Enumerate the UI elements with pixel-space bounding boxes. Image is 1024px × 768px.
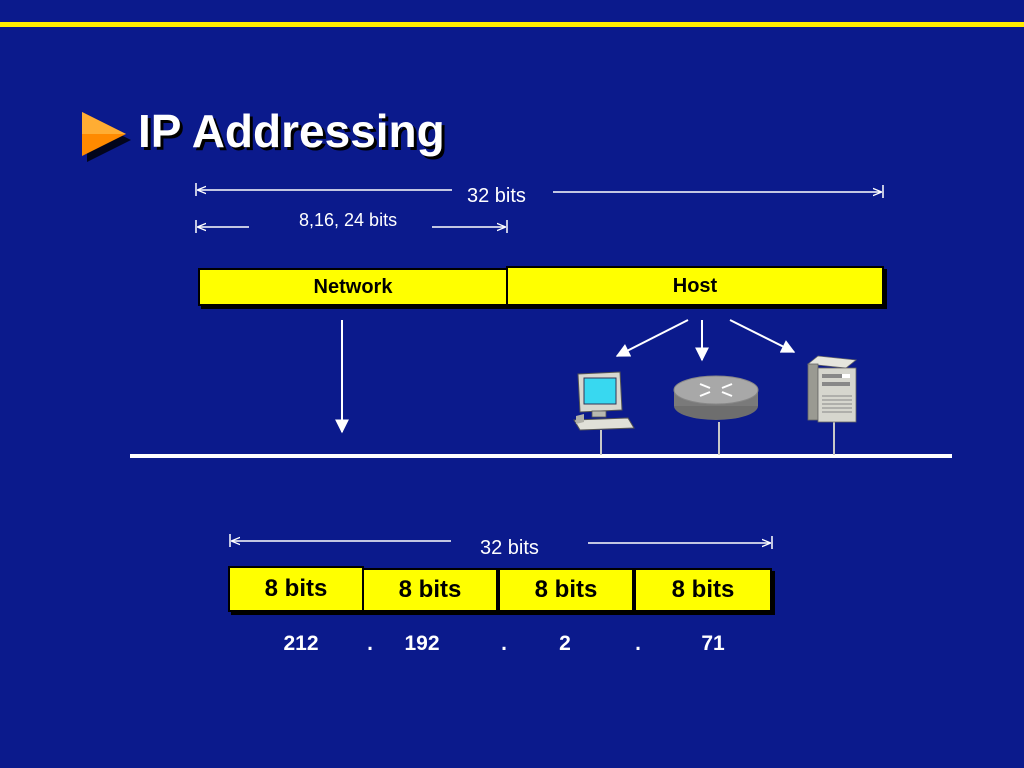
- total-bits-ruler: [195, 183, 884, 198]
- network-bits-ruler: [195, 220, 508, 233]
- page-title: IP Addressing: [138, 105, 445, 157]
- host-field: Host: [506, 266, 884, 306]
- octet-box: 8 bits: [362, 568, 498, 612]
- octet-box: 8 bits: [634, 568, 772, 612]
- host-arrow-workstation: [615, 319, 689, 357]
- workstation-icon: [573, 371, 635, 431]
- octet-separator: .: [367, 632, 373, 655]
- network-bits-label: 8,16, 24 bits: [299, 210, 398, 230]
- octet-value: 192: [404, 632, 440, 655]
- top-rule: [0, 22, 1024, 27]
- octet-separator: .: [501, 632, 507, 655]
- octet-value: 71: [701, 632, 725, 655]
- octet-box: 8 bits: [498, 568, 634, 612]
- octet-value: 2: [559, 632, 571, 655]
- octet-total-bits-label: 32 bits: [480, 537, 539, 559]
- octet-bits-ruler: [229, 534, 773, 549]
- octet-value: 212: [283, 632, 319, 655]
- total-bits-label: 32 bits: [467, 185, 526, 207]
- octet-separator: .: [635, 632, 641, 655]
- server-icon: [806, 355, 858, 423]
- title-bullet-icon: [82, 112, 131, 162]
- host-arrow-server: [729, 319, 796, 353]
- octet-box: 8 bits: [228, 566, 364, 612]
- router-icon: [673, 375, 759, 420]
